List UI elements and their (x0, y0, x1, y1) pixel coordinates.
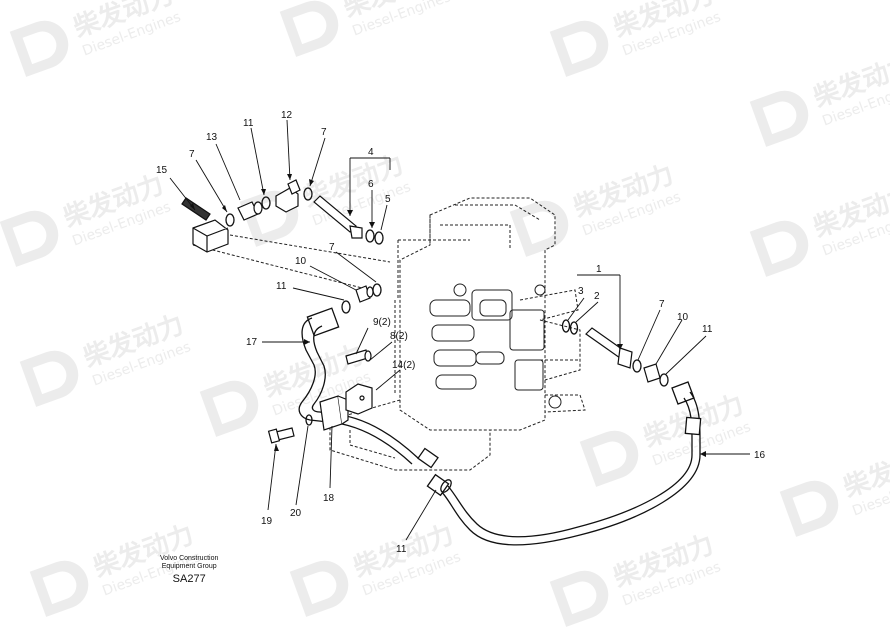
callout-13: 13 (206, 132, 218, 143)
callout-11: 11 (702, 324, 713, 335)
control-valve-spools (429, 283, 562, 409)
callout-8-2: 8(2) (390, 331, 408, 342)
watermark-logo-icon (509, 200, 569, 257)
bolt-9-washer-8 (345, 349, 372, 365)
fitting-10-mid (355, 285, 374, 303)
pipe-1 (585, 327, 633, 369)
o-ring-11-top (261, 196, 271, 210)
callout-2: 2 (594, 291, 600, 302)
o-rings-3-2 (561, 319, 579, 335)
o-ring-7-mid (372, 283, 382, 297)
callout-19: 19 (261, 516, 273, 527)
callout-14-2: 14(2) (392, 360, 415, 371)
callout-11: 11 (243, 118, 254, 129)
watermark-logo-icon (779, 480, 839, 537)
o-ring-11-right (659, 373, 669, 387)
watermark-logo-icon (29, 560, 89, 617)
callout-15: 15 (156, 165, 168, 176)
watermark-logo-icon (279, 0, 339, 57)
o-ring-7-top-right (303, 187, 313, 201)
callout-7: 7 (329, 242, 335, 253)
watermark-logo-icon (0, 210, 59, 267)
callout-9-2: 9(2) (373, 317, 391, 328)
callout-18: 18 (323, 493, 335, 504)
o-ring-11-mid (341, 300, 351, 314)
o-ring-7-top (225, 213, 235, 227)
callout-11: 11 (276, 281, 287, 292)
watermark-logo-icon (749, 90, 809, 147)
callout-7: 7 (189, 149, 195, 160)
watermark-logo-icon (579, 430, 639, 487)
callout-17: 17 (246, 337, 258, 348)
watermark-logo-icon (549, 570, 609, 627)
callout-10: 10 (295, 256, 307, 267)
clamp-18 (319, 395, 349, 431)
caption-group: Equipment Group (161, 563, 217, 570)
callout-7: 7 (659, 299, 665, 310)
adapter-13 (237, 201, 263, 221)
ball-valve-15 (181, 197, 229, 253)
elbow-12 (275, 179, 301, 213)
callout-16: 16 (754, 450, 766, 461)
pipe-4-top (313, 195, 363, 239)
watermark-logo-icon (549, 20, 609, 77)
caption-drawing-code: SA277 (172, 573, 206, 585)
watermark-logo-icon (199, 380, 259, 437)
watermark-logo-icon (289, 560, 349, 617)
drawing-caption: Volvo Construction Equipment Group SA277 (160, 555, 218, 586)
bolt-19 (267, 427, 295, 444)
watermark-logo-icon (749, 220, 809, 277)
o-ring-7-right (632, 359, 642, 373)
leader-arrowheads (190, 174, 706, 457)
callout-12: 12 (281, 110, 293, 121)
callout-3: 3 (578, 286, 584, 297)
watermark-logo-icon (9, 20, 69, 77)
caption-company: Volvo Construction (160, 555, 219, 562)
callout-labels: 15 7 13 11 12 7 4 6 5 10 7 11 17 9(2) 8(… (156, 110, 766, 555)
dashed-connection (192, 234, 391, 291)
callout-20: 20 (290, 508, 302, 519)
callout-11: 11 (396, 544, 407, 555)
hose-16 (417, 381, 702, 546)
adapter-10-right (643, 363, 661, 383)
callout-4: 4 (368, 147, 374, 158)
leader-lines (169, 119, 750, 541)
callout-6: 6 (368, 179, 374, 190)
callout-10: 10 (677, 312, 689, 323)
o-rings-6-5 (365, 229, 384, 245)
callout-5: 5 (385, 194, 391, 205)
watermark-logo-icon (19, 350, 79, 407)
bracket-14 (345, 383, 373, 415)
callout-1: 1 (596, 264, 602, 275)
washer-20 (305, 414, 313, 426)
callout-7: 7 (321, 127, 327, 138)
